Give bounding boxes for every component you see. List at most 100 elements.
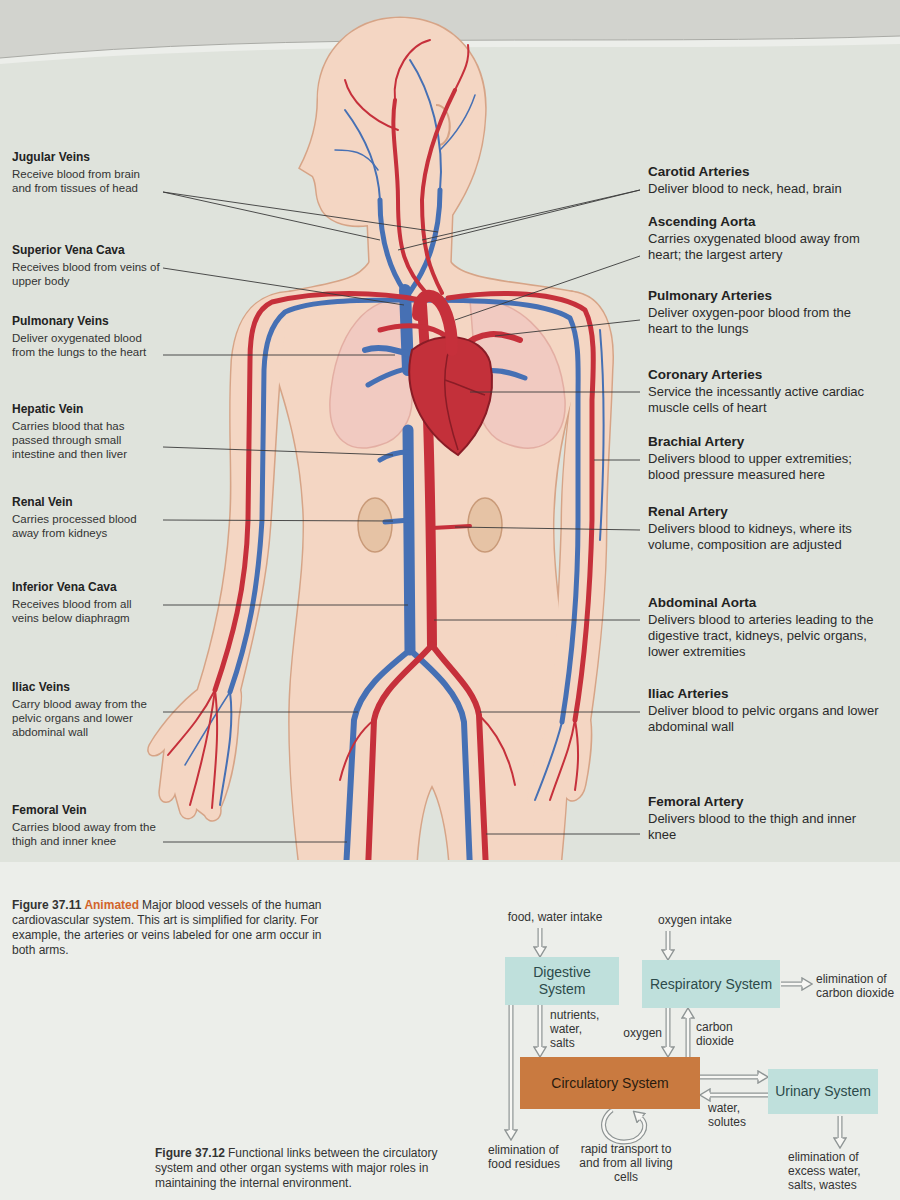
pulmonary-vein (368, 368, 412, 385)
hand-artery (550, 720, 575, 800)
leader-line (163, 268, 404, 305)
arrow-outline (710, 1093, 768, 1098)
vessel-description: Delivers blood to kidneys, where its vol… (648, 521, 884, 553)
flow-label: elimination of excess water, salts, wast… (788, 1150, 892, 1192)
flow-label: rapid transport to and from all living c… (578, 1142, 674, 1184)
artery (479, 715, 515, 785)
leader-line (434, 620, 640, 621)
flow-label: elimination of food residues (488, 1143, 566, 1171)
leader-line (163, 712, 358, 713)
iliac-artery (432, 645, 486, 860)
kidney (358, 498, 392, 552)
hand-artery (190, 690, 215, 805)
arrow-core (667, 1008, 670, 1047)
flow-label: nutrients, water, salts (550, 1008, 610, 1050)
vessel-description: Deliver oxygenated blood from the lungs … (12, 331, 160, 359)
aortic-arch (418, 296, 452, 350)
hand-artery (168, 690, 215, 755)
vessel-description: Deliver blood to pelvic organs and lower… (648, 703, 884, 735)
vein (440, 95, 475, 150)
vessel-name: Iliac Veins (12, 680, 162, 694)
arm-vein (230, 300, 405, 692)
arm-vein (600, 330, 604, 540)
vessel-description: Receives blood from veins of upper body (12, 260, 160, 288)
leader-line (455, 256, 640, 320)
artery (340, 720, 374, 780)
artery (455, 45, 468, 90)
system-name: Urinary System (775, 1083, 871, 1100)
coronary-artery (445, 345, 458, 450)
arrow-outline (686, 1018, 691, 1057)
vein (335, 150, 378, 170)
system-name: Digestive System (511, 964, 613, 998)
arm-vein (408, 300, 578, 722)
system-box: Circulatory System (520, 1057, 700, 1109)
vessel-description: Deliver oxygen-poor blood from the heart… (648, 305, 884, 337)
vessel-description: Carries blood that has passed through sm… (12, 419, 160, 461)
arrow-outline (838, 1116, 843, 1138)
flow-label: water, solutes (708, 1101, 764, 1129)
arrow-core (603, 1110, 644, 1142)
leader-line (398, 190, 640, 250)
flow-arrow (668, 1008, 669, 1047)
vessel-name: Renal Artery (648, 504, 884, 520)
arrow-outline (538, 1005, 543, 1047)
arm-artery (215, 294, 420, 691)
arrow-outline (509, 1005, 514, 1130)
output-arrow (781, 984, 802, 985)
vessel-description: Carries blood away from the thigh and in… (12, 820, 160, 848)
coronary-artery (445, 380, 485, 395)
vessel-name: Pulmonary Veins (12, 314, 162, 328)
inferior-vena-cava (408, 430, 410, 650)
vessel-name: Superior Vena Cava (12, 243, 162, 257)
flow-arrow (540, 1005, 541, 1047)
leader-line (163, 842, 347, 843)
leader-line (163, 520, 393, 521)
system-name: Circulatory System (551, 1075, 668, 1092)
figure-number: Figure 37.12 (155, 1146, 225, 1160)
leader-line (163, 605, 408, 606)
hepatic-vein (380, 452, 408, 460)
arrow-outline (781, 982, 802, 987)
hand-vein (220, 692, 231, 805)
figure-caption: Figure 37.12Functional links between the… (155, 1146, 465, 1191)
leader-line (455, 527, 640, 530)
vessel-description: Service the incessantly active cardiac m… (648, 384, 884, 416)
vessel-name: Jugular Veins (12, 150, 162, 164)
system-box: Digestive System (505, 957, 619, 1005)
arrow-core (839, 1116, 842, 1138)
hand-artery (212, 690, 217, 808)
vessel-name: Inferior Vena Cava (12, 580, 162, 594)
arrow-core (781, 983, 802, 986)
leader-line (163, 192, 438, 232)
vessel-description: Receives blood from all veins below diap… (12, 597, 160, 625)
lung (330, 300, 412, 448)
vessel-name: Iliac Arteries (648, 686, 884, 702)
arrow-core (539, 928, 542, 947)
system-box: Urinary System (768, 1069, 878, 1114)
flow-arrow (710, 1095, 768, 1096)
vessel-description: Carry blood away from the pelvic organs … (12, 697, 160, 739)
arrow-core (539, 1005, 542, 1047)
pulmonary-vein (365, 348, 412, 355)
body-outline (149, 18, 613, 860)
figure-caption: Figure 37.11AnimatedMajor blood vessels … (12, 898, 342, 958)
veins (185, 60, 604, 860)
vessel-description: Deliver blood to neck, head, brain (648, 181, 884, 197)
vessel-name: Brachial Artery (648, 434, 884, 450)
vessel-description: Carries processed blood away from kidney… (12, 512, 160, 540)
flow-label: oxygen intake (640, 913, 750, 927)
vessel-name: Femoral Vein (12, 803, 162, 817)
arteries (168, 40, 593, 860)
flow-arrow (688, 1018, 689, 1057)
intake-arrow (668, 931, 669, 950)
arm (149, 292, 290, 820)
arrow-outline (700, 1075, 758, 1080)
flow-label: oxygen (600, 1026, 662, 1040)
superior-vena-cava (405, 290, 408, 370)
leader-line (163, 355, 395, 356)
arm-outline (149, 292, 290, 820)
leader-lines (163, 190, 640, 842)
